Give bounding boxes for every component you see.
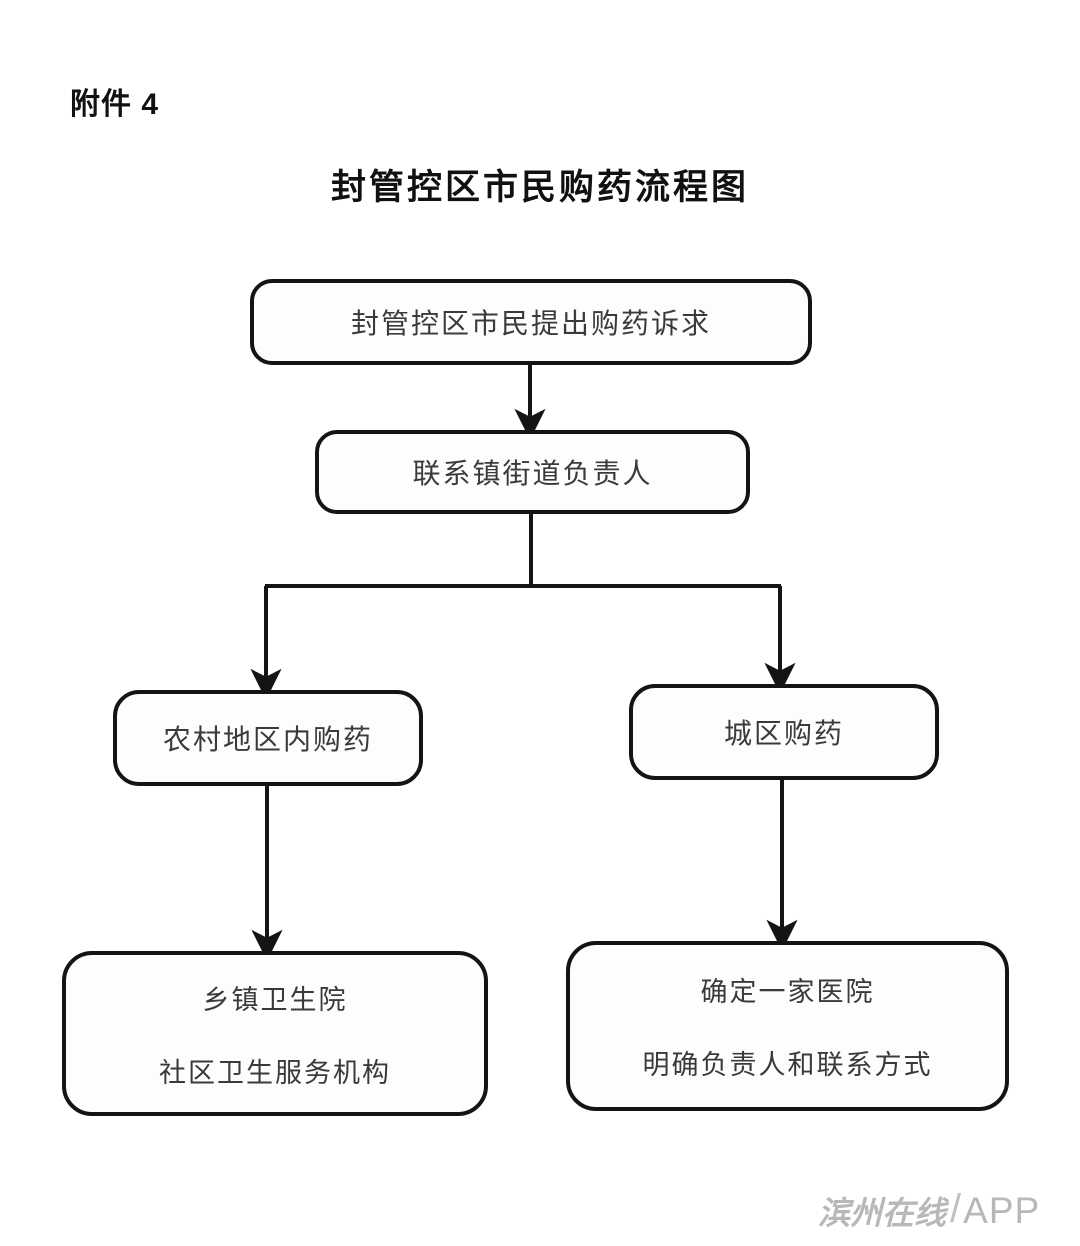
edge-contact-split-bus xyxy=(265,514,781,588)
watermark: 滨州在线 / APP xyxy=(818,1180,1068,1242)
flow-node-urban-buy: 城区购药 xyxy=(629,684,939,780)
watermark-separator: / xyxy=(950,1186,962,1231)
flow-node-rural-clinic-line2: 社区卫生服务机构 xyxy=(159,1057,391,1088)
flow-node-rural-buy: 农村地区内购药 xyxy=(113,690,423,786)
flow-node-request-label: 封管控区市民提出购药诉求 xyxy=(350,309,711,340)
flow-node-rural-buy-label: 农村地区内购药 xyxy=(162,725,373,756)
flow-node-contact: 联系镇街道负责人 xyxy=(315,430,750,514)
flow-node-contact-label: 联系镇街道负责人 xyxy=(412,459,653,490)
flow-node-rural-clinic: 乡镇卫生院 社区卫生服务机构 xyxy=(62,951,488,1116)
page-title: 封管控区市民购药流程图 xyxy=(330,168,749,208)
flow-node-urban-buy-label: 城区购药 xyxy=(723,719,844,750)
flow-node-urban-clinic-line2: 明确负责人和联系方式 xyxy=(642,1050,933,1080)
flow-node-rural-clinic-line1: 乡镇卫生院 xyxy=(202,984,348,1015)
attachment-label: 附件 4 xyxy=(70,88,160,121)
watermark-app-text: APP xyxy=(963,1190,1041,1231)
watermark-chinese-text: 滨州在线 xyxy=(818,1195,947,1231)
flow-node-request: 封管控区市民提出购药诉求 xyxy=(250,279,812,365)
flow-node-urban-clinic-line1: 确定一家医院 xyxy=(700,977,875,1007)
flow-node-urban-clinic: 确定一家医院 明确负责人和联系方式 xyxy=(566,941,1009,1111)
